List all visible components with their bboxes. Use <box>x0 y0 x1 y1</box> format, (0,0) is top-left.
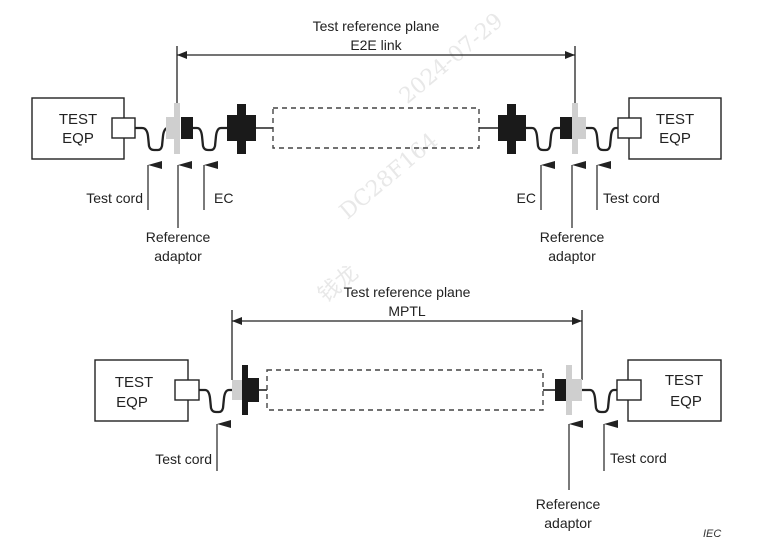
left-test-port <box>111 117 136 139</box>
left-reference-adaptor-plug <box>181 117 193 139</box>
mptl-right-plug <box>555 379 566 401</box>
mptl-left-test-eqp-label-2: EQP <box>116 394 148 411</box>
mptl-link-channel <box>266 369 544 411</box>
mptl-left-jack-body <box>247 378 259 402</box>
mptl-right-test-eqp-label-1: TEST <box>665 372 703 389</box>
right-test-eqp-label-1: TEST <box>656 111 694 128</box>
e2e-title-line1: Test reference plane <box>313 18 440 34</box>
iec-source-mark: IEC <box>703 528 721 540</box>
left-test-eqp-label-1: TEST <box>59 111 97 128</box>
mptl-diagram: Test reference plane MPTL TEST EQP TEST … <box>94 284 722 531</box>
right-reference-adaptor-plug <box>560 117 572 139</box>
mptl-right-test-cord-label: Test cord <box>610 450 667 466</box>
mptl-right-test-cord <box>582 388 617 414</box>
watermark-id: DC28F164 <box>335 129 443 225</box>
mptl-left-adaptor-body <box>232 380 243 400</box>
right-ec-connector-flange <box>507 104 516 154</box>
left-test-eqp-label-2: EQP <box>62 130 94 147</box>
mptl-right-test-port <box>616 379 642 401</box>
right-ec-label: EC <box>517 190 536 206</box>
watermark: 2024-07-29 DC28F164 钱龙 <box>314 9 509 308</box>
mptl-left-test-port <box>174 379 200 401</box>
mptl-right-test-eqp-label-2: EQP <box>670 393 702 410</box>
right-test-cord <box>586 126 618 152</box>
right-test-equipment-box <box>628 97 722 160</box>
e2e-link-channel <box>272 107 480 149</box>
left-reference-adaptor-label-1: Reference <box>146 229 211 245</box>
e2e-link-diagram: Test reference plane E2E link TEST EQP <box>31 18 722 264</box>
left-test-cord-label: Test cord <box>86 190 143 206</box>
left-test-equipment-box <box>31 97 125 160</box>
left-ec-cord <box>193 126 228 152</box>
mptl-left-test-cord-label: Test cord <box>155 451 212 467</box>
mptl-right-reference-adaptor-label-2: adaptor <box>544 515 592 531</box>
right-reference-adaptor-label-2: adaptor <box>548 248 596 264</box>
right-test-cord-label: Test cord <box>603 190 660 206</box>
mptl-left-test-cord <box>199 388 232 414</box>
left-ec-label: EC <box>214 190 233 206</box>
mptl-right-test-equipment-box <box>627 359 722 422</box>
right-reference-adaptor-body <box>572 117 586 139</box>
mptl-title-line1: Test reference plane <box>344 284 471 300</box>
left-reference-adaptor-label-2: adaptor <box>154 248 202 264</box>
mptl-title-line2: MPTL <box>388 303 426 319</box>
left-ec-connector-flange <box>237 104 246 154</box>
left-test-cord <box>135 126 170 152</box>
mptl-left-test-eqp-label-1: TEST <box>115 374 153 391</box>
left-reference-adaptor-body <box>166 117 180 139</box>
mptl-right-reference-adaptor-label-1: Reference <box>536 496 601 512</box>
right-ec-cord <box>526 126 560 152</box>
right-test-eqp-label-2: EQP <box>659 130 691 147</box>
mptl-right-reference-adaptor-body <box>566 379 582 401</box>
mptl-left-jack-flange <box>242 365 248 415</box>
right-reference-adaptor-label-1: Reference <box>540 229 605 245</box>
e2e-title-line2: E2E link <box>350 37 402 53</box>
right-test-port <box>617 117 642 139</box>
